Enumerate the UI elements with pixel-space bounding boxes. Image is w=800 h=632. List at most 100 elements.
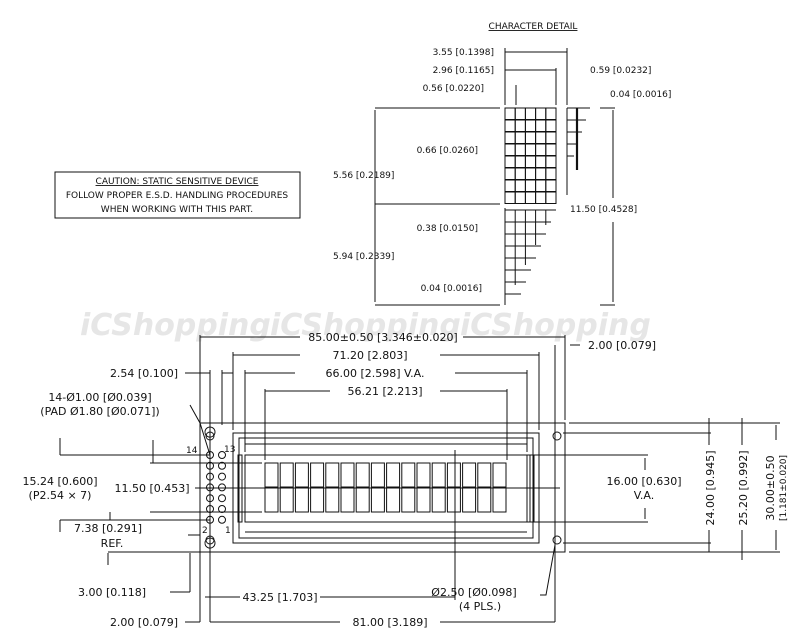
character-cell <box>462 487 477 513</box>
character-cell <box>355 462 370 488</box>
dim-pin-span: 15.24 [0.600] <box>22 475 97 488</box>
dot <box>545 131 557 144</box>
watermark-text-3: iCShopping <box>460 308 651 343</box>
dot <box>545 119 557 132</box>
caution-line-3: WHEN WORKING WITH THIS PART. <box>101 205 253 215</box>
dim-edge-right: 2.00 [0.079] <box>588 339 656 352</box>
caution-box: CAUTION: STATIC SENSITIVE DEVICE FOLLOW … <box>54 171 301 219</box>
dim-pin-pitch: 2.54 [0.100] <box>110 367 178 380</box>
dot <box>524 119 537 132</box>
dim-overall-height: 30.00±0.50 <box>764 455 777 520</box>
dot <box>535 143 547 156</box>
horizontal-dimensions: 85.00±0.50 [3.346±0.020] 71.20 [2.803] 6… <box>110 331 656 629</box>
dot <box>535 179 547 192</box>
character-dot-grid <box>504 107 590 305</box>
dim-bezel-width: 71.20 [2.803] <box>332 349 407 362</box>
dim-dot-gap-h: 0.04 [0.0016] <box>610 90 671 100</box>
dim-hole-spacing: 81.00 [3.189] <box>352 616 427 629</box>
dot <box>514 167 526 180</box>
dim-hole-center: 43.25 [1.703] <box>242 591 317 604</box>
dot <box>504 107 516 120</box>
character-cell <box>294 487 309 513</box>
dim-char-height: 11.50 [0.4528] <box>570 205 637 215</box>
dot <box>504 119 516 132</box>
dim-char-row-height: 11.50 [0.453] <box>114 482 189 495</box>
dim-ref-label: REF. <box>101 537 124 550</box>
dim-height-25: 25.20 [0.992] <box>737 450 750 525</box>
dot <box>545 143 557 156</box>
dot <box>524 107 537 120</box>
character-cell <box>416 462 431 488</box>
dot <box>524 179 537 192</box>
dot <box>504 191 516 204</box>
dim-height-24: 24.00 [0.945] <box>704 450 717 525</box>
dim-pin-span-note: (P2.54 × 7) <box>29 489 92 502</box>
pin-hole <box>218 451 226 459</box>
character-cell <box>462 462 477 488</box>
dim-hole-offset: 3.00 [0.118] <box>78 586 146 599</box>
dot <box>524 191 537 204</box>
character-cell <box>279 487 294 513</box>
watermark: iCShopping iCShopping iCShopping <box>80 308 651 343</box>
character-cell <box>370 487 385 513</box>
dim-upper-height: 5.56 [0.2189] <box>333 171 394 181</box>
dim-ref-offset: 7.38 [0.291] <box>74 522 142 535</box>
character-detail-title: CHARACTER DETAIL <box>489 22 578 32</box>
character-cell <box>264 487 279 513</box>
character-cell <box>477 487 492 513</box>
dim-lower-height: 5.94 [0.2339] <box>333 252 394 262</box>
dot <box>504 155 516 168</box>
character-cell <box>401 462 416 488</box>
dot <box>545 167 557 180</box>
dim-mount-hole-count: (4 PLS.) <box>459 600 501 613</box>
dot <box>535 167 547 180</box>
dim-active-area-width: 56.21 [2.213] <box>347 385 422 398</box>
dot <box>514 143 526 156</box>
dot <box>535 119 547 132</box>
pin-pad-label: (PAD Ø1.80 [Ø0.071]) <box>40 405 159 418</box>
mount-hole <box>552 535 562 545</box>
dim-edge-left: 2.00 [0.079] <box>110 616 178 629</box>
dot <box>514 191 526 204</box>
dot <box>535 107 547 120</box>
dot <box>545 179 557 192</box>
dot <box>535 131 547 144</box>
dot <box>535 191 547 204</box>
dim-dot-gap-v: 0.04 [0.0016] <box>421 284 482 294</box>
dim-line-gap: 0.38 [0.0150] <box>417 224 478 234</box>
character-cell <box>386 487 401 513</box>
character-cell <box>446 462 461 488</box>
dim-viewing-area-height: 16.00 [0.630] <box>606 475 681 488</box>
dim-viewing-area-width: 66.00 [2.598] V.A. <box>326 367 425 380</box>
dim-mount-hole: Ø2.50 [Ø0.098] <box>431 586 516 599</box>
character-cell <box>416 487 431 513</box>
character-cell <box>401 487 416 513</box>
dot <box>514 107 526 120</box>
character-cell <box>446 487 461 513</box>
left-dimensions: 14-Ø1.00 [Ø0.039] (PAD Ø1.80 [Ø0.071]) 1… <box>22 391 262 599</box>
dim-char-width: 2.96 [0.1165] <box>433 66 494 76</box>
dim-dot-width: 0.56 [0.0220] <box>423 84 484 94</box>
character-detail: CHARACTER DETAIL 3.55 [0.1398] 2.96 [0.1… <box>333 22 671 306</box>
dot <box>545 107 557 120</box>
pin-hole <box>218 494 226 503</box>
character-cell <box>355 487 370 513</box>
pin-14-label: 14 <box>186 446 198 456</box>
watermark-text-1: iCShopping <box>80 308 271 343</box>
character-cell <box>264 462 279 488</box>
dot <box>524 167 537 180</box>
character-cell <box>492 462 507 488</box>
pin-hole <box>218 483 226 492</box>
character-cell <box>325 487 340 513</box>
pin-2-label: 2 <box>202 526 208 536</box>
dot <box>545 155 557 168</box>
caution-line-1: CAUTION: STATIC SENSITIVE DEVICE <box>96 177 259 187</box>
dot <box>504 167 516 180</box>
character-cell <box>492 487 507 513</box>
character-cell <box>310 462 325 488</box>
dot <box>545 191 557 204</box>
pin-hole <box>218 505 226 513</box>
character-cell <box>310 487 325 513</box>
